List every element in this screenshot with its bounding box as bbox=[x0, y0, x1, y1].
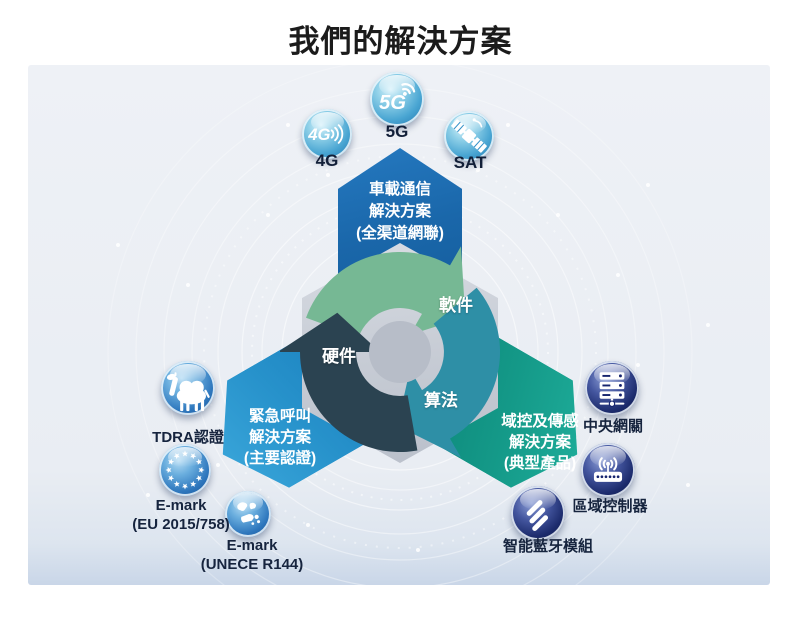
bluetooth-module-label: 智能藍牙模組 bbox=[502, 538, 593, 555]
cycle-arrows bbox=[280, 246, 500, 458]
5g-icon: 5G bbox=[370, 72, 424, 126]
server-icon bbox=[585, 361, 639, 415]
svg-text:5G: 5G bbox=[379, 92, 406, 114]
telematics-pentagon-text: 車載通信 解決方案 (全渠道網聯) bbox=[356, 181, 444, 242]
cycle-hub bbox=[369, 321, 431, 383]
domain-pentagon-text: 域控及傳感 解決方案 (典型產品) bbox=[501, 413, 579, 472]
algorithm-arrow bbox=[397, 287, 500, 458]
router-icon bbox=[581, 443, 635, 497]
4g-icon: 4G bbox=[302, 109, 352, 159]
page-title: 我們的解決方案 bbox=[288, 24, 513, 59]
emark-eu-label: E-mark (EU 2015/758) bbox=[132, 497, 230, 533]
map-icon bbox=[225, 491, 271, 537]
algorithm-label: 算法 bbox=[424, 391, 458, 410]
ecall-pentagon-text: 緊急呼叫 解決方案 (主要認證) bbox=[243, 408, 317, 467]
hardware-arrow bbox=[280, 312, 418, 453]
tdra-label: TDRA認證 bbox=[152, 429, 224, 446]
5g-label: 5G bbox=[385, 122, 409, 141]
zone-controller-label: 區域控制器 bbox=[572, 498, 648, 515]
camel-icon bbox=[161, 361, 215, 415]
central-gateway-label: 中央網關 bbox=[582, 418, 643, 435]
emark-unece-label: E-mark (UNECE R144) bbox=[200, 537, 304, 573]
satellite-icon bbox=[444, 111, 494, 161]
bluetooth-module-icon bbox=[511, 486, 565, 540]
sat-label: SAT bbox=[453, 153, 487, 172]
eu-stars-icon bbox=[159, 444, 211, 496]
software-label: 軟件 bbox=[439, 296, 473, 315]
hardware-label: 硬件 bbox=[322, 347, 356, 366]
4g-label: 4G bbox=[315, 151, 339, 170]
svg-text:4G: 4G bbox=[307, 125, 330, 144]
software-arrow bbox=[306, 246, 466, 337]
